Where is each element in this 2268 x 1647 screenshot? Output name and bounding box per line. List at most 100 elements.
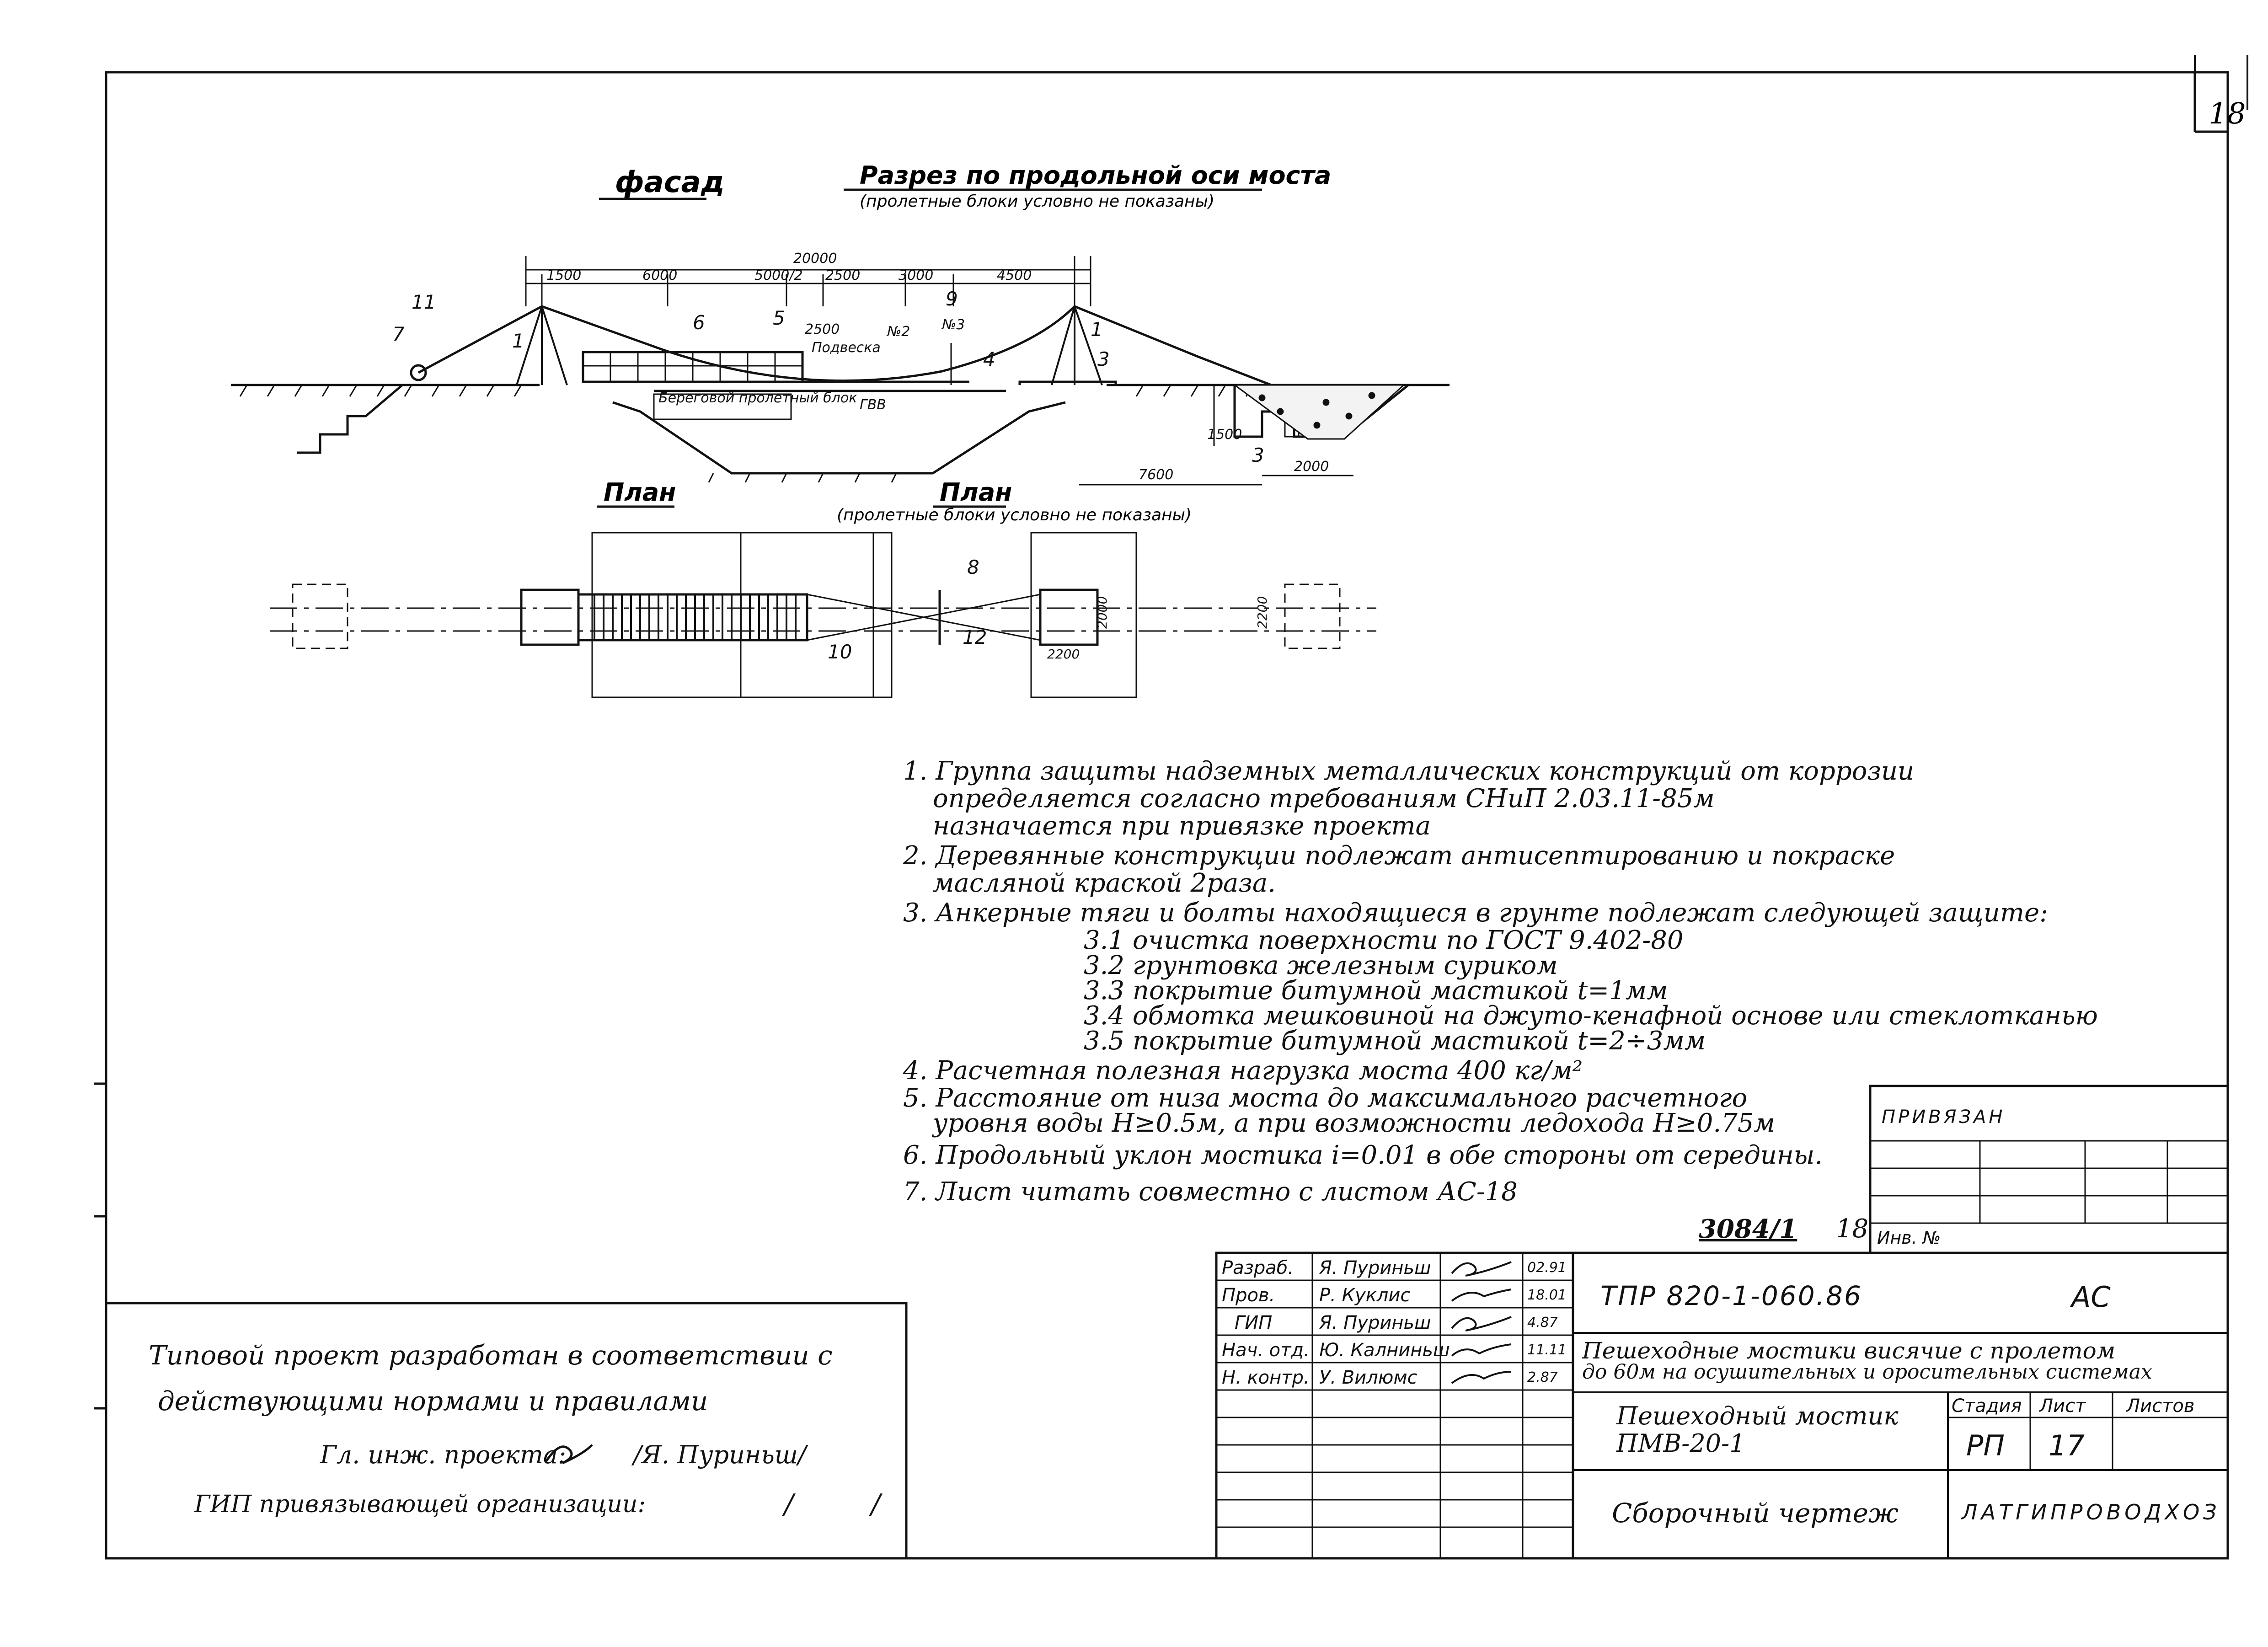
object-name-line-2: ПМВ-20-1 [1616,1429,1745,1458]
dim-right-end: 2000 [1294,459,1329,475]
role-name: Я. Пуриньш [1319,1257,1431,1278]
callout-6: 6 [693,311,705,334]
project-code: ТПР 820-1-060.86 [1600,1280,1862,1311]
archive-sheet: 18 [1836,1214,1869,1244]
binding-title: ПРИВЯЗАН [1882,1107,2006,1128]
role-label: Разраб. [1222,1257,1294,1278]
note-line: 2. Деревянные конструкции подлежат антис… [903,841,1895,871]
note-line: уровня воды H≥0.5м, а при возможности ле… [933,1108,1775,1138]
callout-1-right: 1 [1091,318,1103,341]
note-line: 4. Расчетная полезная нагрузка моста 400… [903,1056,1583,1086]
role-date: 11.11 [1527,1342,1567,1358]
view-titles: фасад Разрез по продольной оси моста (пр… [599,161,1331,211]
signature-icon [1451,1261,1512,1384]
plan-dim-3: 2200 [1047,647,1080,662]
note-line: 6. Продольный уклон мостика i=0.01 в обе… [903,1140,1823,1170]
stamp-line-1: Типовой проект разработан в соответствии… [149,1340,833,1371]
role-label: Н. контр. [1222,1367,1310,1388]
plan-right-title: План [940,478,1012,507]
inventory-label: Инв. № [1877,1228,1941,1248]
label-hanger: Подвеска [812,340,881,356]
object-name-line-1: Пешеходный мостик [1616,1401,1899,1430]
right-bank-hatch [1232,384,1406,440]
note-line: определяется согласно требованиям СНиП 2… [933,784,1715,813]
sheet-title: Сборочный чертеж [1612,1497,1899,1529]
note-line: 3.4 обмотка мешковиной на джуто-кенафной… [1084,1001,2098,1031]
callouts: 1 1 3 3 4 5 6 7 8 9 10 11 12 [392,288,1264,663]
role-name: Р. Куклис [1319,1285,1411,1306]
callout-10: 10 [828,641,852,663]
dim-3: 5000/2 [754,267,803,283]
dim-6: 4500 [997,267,1032,283]
role-label: Пров. [1222,1285,1275,1306]
project-title-line-1: Пешеходные мостики висячие с пролетом [1582,1337,2116,1364]
project-title-line-2: до 60м на осушительных и оросительных си… [1582,1360,2152,1384]
callout-12: 12 [963,626,987,648]
label-n3: №3 [941,317,965,333]
plan-deck-hatch [594,594,797,640]
dim-right-span: 7600 [1139,467,1173,483]
label-n2: №2 [886,324,910,340]
callout-2: 3 [1097,348,1110,370]
plan-dim-1: 2000 [1095,596,1110,629]
note-line: 3.2 грунтовка железным суриком [1084,951,1558,980]
plan-drawing [270,532,1376,698]
plan-dim-2: 2200 [1255,596,1270,629]
plan-dimensions: 2000 2200 2200 [1047,596,1270,662]
note-line: 3.5 покрытие битумной мастикой t=2÷3мм [1084,1026,1706,1056]
sheet-value: 17 [2049,1429,2085,1462]
dim-sag: 2500 [805,321,840,337]
gip-slash-1: / [784,1488,794,1520]
note-line: 3. Анкерные тяги и болты находящиеся в г… [903,898,2048,928]
dim-2: 6000 [642,267,677,283]
sheet-number: 18 [2209,97,2246,131]
plan-titles: План План (пролетные блоки условно не по… [597,478,1192,524]
left-anchor [410,364,427,381]
drawing-mark: АС [2071,1280,2111,1314]
note-line: 3.1 очистка поверхности по ГОСТ 9.402-80 [1084,925,1684,955]
note-line: назначается при привязке проекта [933,811,1431,841]
role-name: Я. Пуриньш [1319,1312,1431,1333]
view-section-title: Разрез по продольной оси моста [860,161,1331,190]
view-facade-title: фасад [615,166,725,199]
note-line: 1. Группа защиты надземных металлических… [903,756,1915,786]
note-line: 3.3 покрытие битумной мастикой t=1мм [1084,976,1668,1005]
archive-number: 3084/1 [1699,1214,1797,1244]
callout-9: 9 [946,288,958,310]
callout-11: 11 [412,291,436,313]
note-line: масляной краской 2раза. [933,868,1276,898]
role-date: 2.87 [1527,1369,1558,1385]
note-line: 7. Лист читать совместно с листом АС-18 [903,1177,1518,1207]
dim-depth: 1500 [1207,427,1242,443]
sheet-label: Лист [2039,1396,2086,1417]
callout-8: 8 [967,556,979,578]
callout-4: 4 [983,348,995,370]
callout-3: 3 [1252,444,1264,466]
role-label: Нач. отд. [1222,1340,1310,1361]
plan-note: (пролетные блоки условно не показаны) [837,506,1192,524]
role-label: ГИП [1235,1312,1273,1333]
dim-4: 2500 [825,267,860,283]
chief-engineer-name: /Я. Пуриньш/ [633,1440,807,1469]
sheet-frame [105,55,2248,1560]
label-water-level: ГВВ [860,397,886,413]
dim-5: 3000 [899,267,933,283]
view-section-note: (пролетные блоки условно не показаны) [860,192,1214,211]
role-date: 4.87 [1527,1315,1558,1331]
chief-signature-icon [545,1444,593,1465]
section-drawing [231,256,1450,486]
callout-5: 5 [773,307,785,329]
plan-left-title: План [604,478,676,507]
sheets-label: Листов [2126,1396,2195,1417]
organization: ЛАТГИПРОВОДХОЗ [1962,1500,2220,1524]
callout-1-left: 1 [512,330,524,352]
role-name: У. Вилюмс [1319,1367,1418,1388]
callout-7: 7 [392,323,405,345]
section-dimensions: 20000 1500 6000 5000/2 2500 3000 4500 25… [546,251,1329,483]
gip-slash-2: / [871,1488,881,1520]
label-span-block: Береговой пролетный блок [658,390,857,406]
stamp-line-2: действующими нормами и правилами [158,1385,708,1417]
role-date: 02.91 [1527,1260,1567,1276]
